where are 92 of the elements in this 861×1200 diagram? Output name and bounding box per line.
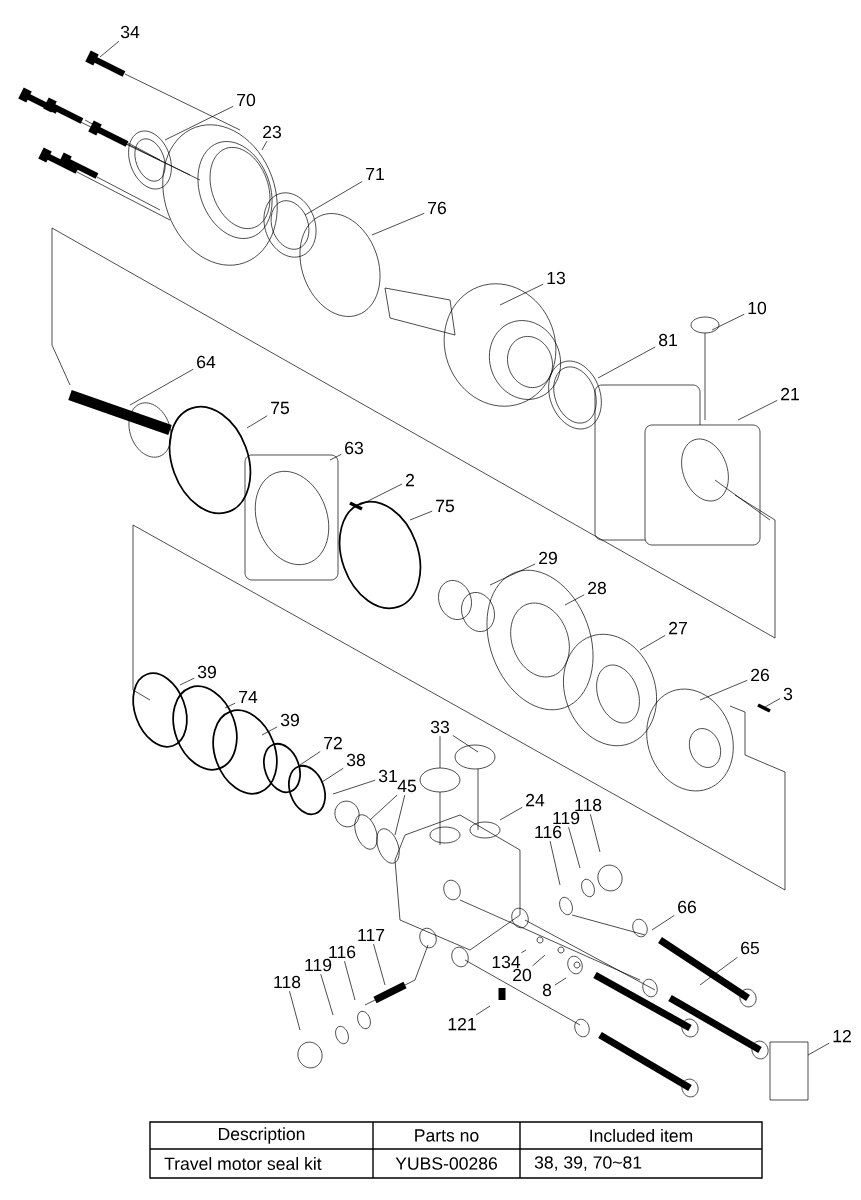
callout-number: 13: [547, 271, 565, 285]
callout-number: 39: [280, 713, 299, 727]
leader-line: [261, 140, 268, 151]
callout-number: 134: [492, 955, 521, 969]
table-cell: YUBS-00286: [395, 1157, 497, 1170]
leader-line: [764, 698, 781, 708]
leader-line: [304, 181, 363, 216]
leader-line: [807, 1042, 830, 1056]
callout-number: 81: [659, 333, 677, 347]
callout-number: 121: [448, 1017, 476, 1031]
callout-number: 117: [358, 928, 385, 942]
leader-line: [499, 806, 523, 821]
table-cell: Included item: [590, 1129, 693, 1142]
leader-line: [489, 563, 536, 586]
leader-line: [371, 212, 425, 236]
leader-line: [394, 794, 406, 836]
callout-number: 71: [366, 167, 384, 181]
callout-number: 23: [263, 125, 281, 139]
callout-number: 3: [783, 687, 793, 701]
leader-line: [639, 635, 666, 651]
callout-number: 75: [271, 401, 290, 415]
leader-line: [737, 400, 778, 421]
leader-line: [359, 483, 403, 506]
table-cell: 38, 39, 70~81: [534, 1156, 642, 1171]
callout-number: 2: [406, 473, 414, 487]
leader-line: [651, 915, 675, 931]
leader-line: [475, 1005, 491, 1016]
callout-number: 27: [669, 621, 687, 635]
leader-line: [564, 594, 585, 606]
leader-line: [321, 767, 344, 783]
callout-number: 118: [274, 975, 301, 989]
callout-number: 119: [553, 811, 580, 825]
callout-number: 12: [833, 1029, 851, 1043]
leader-line: [164, 105, 234, 141]
callout-number: 8: [542, 983, 552, 997]
callout-number: 28: [588, 581, 606, 595]
leader-line: [699, 956, 738, 986]
leader-line: [329, 454, 342, 461]
callout-number: 116: [535, 825, 562, 839]
leader-line: [549, 840, 561, 886]
leader-line: [499, 283, 544, 306]
leader-line: [554, 977, 567, 986]
leader-line: [452, 735, 479, 753]
leader-line: [597, 346, 656, 379]
callout-number: 64: [197, 355, 216, 369]
leader-line: [129, 368, 194, 406]
callout-number: 66: [678, 900, 696, 914]
leader-line: [711, 313, 745, 331]
leader-line: [320, 973, 334, 1016]
callout-number: 65: [741, 941, 760, 955]
callout-number: 39: [197, 665, 216, 679]
leader-line: [299, 751, 321, 766]
callout-number: 75: [436, 499, 455, 513]
callout-number: 34: [120, 25, 140, 39]
leader-line: [521, 949, 527, 954]
leader-line: [373, 943, 386, 986]
callout-number: 76: [428, 201, 446, 215]
callout-number: 21: [781, 387, 799, 401]
leader-line: [699, 679, 748, 701]
table-cell: Description: [219, 1127, 305, 1144]
leader-line: [532, 954, 546, 967]
callout-number: 116: [329, 945, 356, 959]
leader-line: [590, 813, 601, 853]
callout-number: 10: [748, 301, 767, 315]
callout-number: 70: [237, 93, 256, 107]
leader-line: [409, 510, 433, 521]
callout-number: 20: [513, 968, 532, 982]
leader-line: [224, 702, 236, 709]
callout-number: 38: [346, 753, 365, 767]
table-cell: Parts no: [415, 1129, 479, 1142]
callout-number: 119: [305, 958, 332, 972]
callout-number: 31: [378, 769, 397, 783]
callout-number: 118: [575, 798, 602, 812]
callout-number: 29: [539, 551, 557, 565]
leader-line: [369, 794, 398, 821]
leader-line: [99, 40, 120, 58]
callout-number: 45: [397, 779, 417, 793]
callout-number: 26: [751, 668, 769, 682]
leader-line: [439, 735, 441, 769]
leader-line: [261, 726, 278, 736]
leader-line: [332, 779, 376, 795]
leader-line: [246, 415, 268, 429]
callout-number: 72: [324, 736, 342, 750]
leader-line: [568, 826, 581, 869]
callout-number: 63: [345, 441, 363, 455]
callout-number: 24: [526, 793, 545, 807]
leader-line: [344, 960, 356, 1001]
leader-line: [179, 677, 195, 686]
callout-number: 33: [430, 720, 449, 734]
table-cell: Travel motor seal kit: [164, 1157, 322, 1170]
callout-number: 74: [239, 690, 258, 704]
leader-line: [289, 990, 301, 1031]
